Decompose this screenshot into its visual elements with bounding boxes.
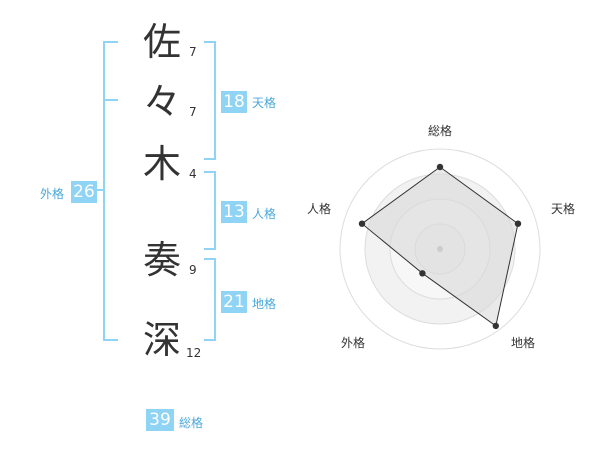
tenkaku-bracket-bottom — [204, 158, 216, 160]
radar-label-soukaku: 総格 — [428, 124, 453, 138]
name-char-3: 木 — [142, 142, 181, 186]
stroke-count-1: 7 — [189, 45, 197, 59]
gaikaku-label: 外格 — [40, 187, 65, 201]
stroke-count-5: 12 — [186, 346, 202, 360]
gaikaku-value-badge: 26 — [71, 181, 97, 203]
chikaku-bracket-vertical — [214, 258, 216, 341]
jinkaku-value-badge: 13 — [221, 201, 247, 223]
radar-point-5 — [358, 220, 366, 227]
tenkaku-bracket-top — [204, 41, 216, 43]
jinkaku-bracket-top — [204, 171, 216, 173]
gaikaku-bracket-top — [103, 41, 118, 43]
chikaku-bracket-bottom — [204, 339, 216, 341]
radar-center-dot — [437, 246, 443, 252]
stroke-count-2: 7 — [189, 105, 197, 119]
soukaku-value-badge: 39 — [146, 409, 174, 431]
radar-point-3 — [492, 322, 499, 330]
jinkaku-bracket-vertical — [214, 171, 216, 250]
jinkaku-label: 人格 — [252, 207, 277, 221]
chikaku-bracket-top — [204, 258, 216, 260]
radar-label-chikaku: 地格 — [511, 336, 536, 350]
name-char-1: 佐 — [142, 20, 181, 64]
stroke-count-4: 9 — [189, 263, 197, 277]
chikaku-value-badge: 21 — [221, 291, 247, 313]
gaikaku-bracket-middle — [103, 99, 118, 101]
gaikaku-bracket-bottom — [103, 339, 118, 341]
gaikaku-connector — [97, 189, 105, 191]
tenkaku-bracket-vertical — [214, 41, 216, 160]
stroke-count-3: 4 — [189, 167, 197, 181]
jinkaku-bracket-bottom — [204, 248, 216, 250]
name-char-4: 奏 — [142, 238, 181, 282]
name-char-5: 深 — [142, 318, 181, 362]
tenkaku-label: 天格 — [252, 96, 277, 110]
name-char-2: 々 — [142, 80, 181, 124]
chikaku-label: 地格 — [252, 297, 277, 311]
soukaku-label: 総格 — [179, 416, 204, 430]
radar-point-1 — [436, 163, 444, 171]
radar-label-tenkaku: 天格 — [551, 202, 576, 216]
radar-label-jinkaku: 人格 — [307, 202, 332, 216]
gaikaku-bracket-vertical — [103, 41, 105, 341]
tenkaku-value-badge: 18 — [221, 91, 247, 113]
radar-point-2 — [514, 220, 522, 227]
radar-label-gaikaku: 外格 — [341, 336, 366, 350]
radar-point-4 — [419, 270, 426, 277]
